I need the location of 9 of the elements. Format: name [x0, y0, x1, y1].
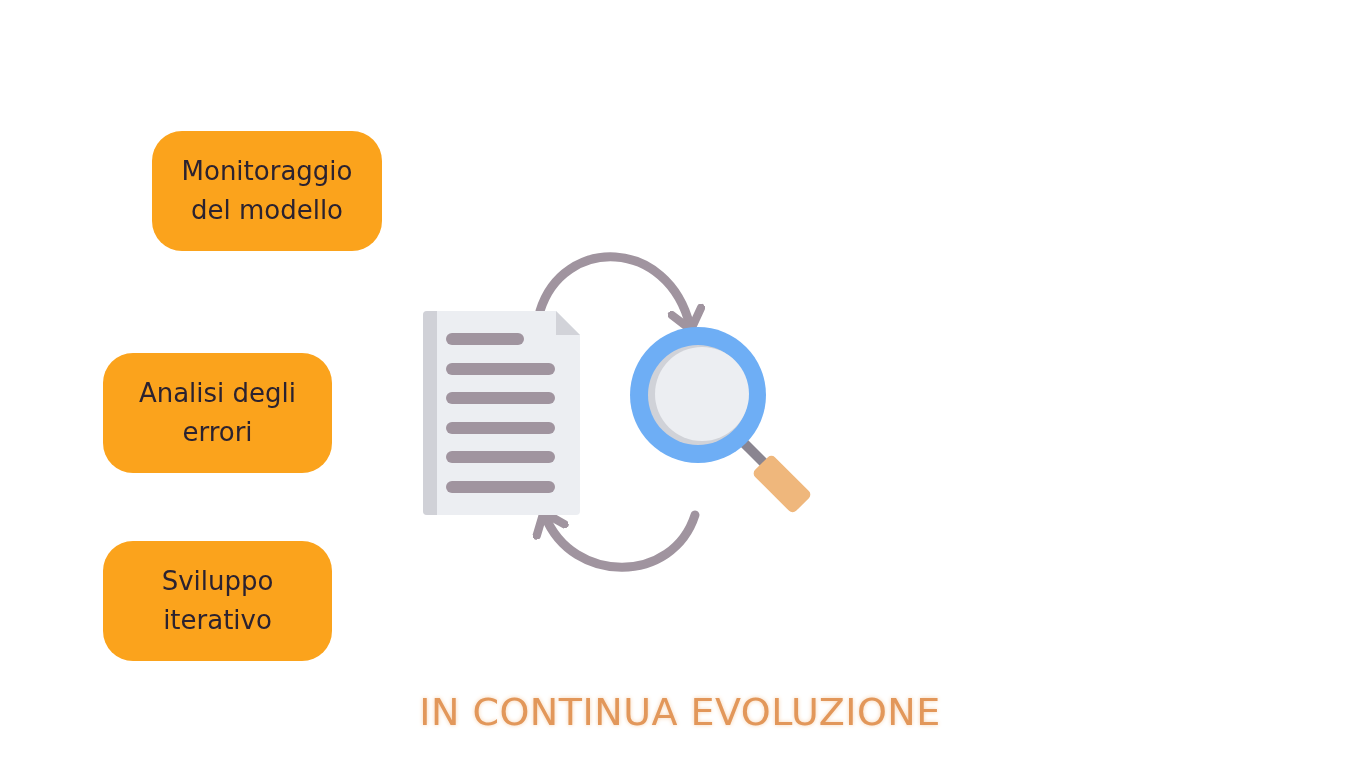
step-label: Sviluppo iterativo — [160, 565, 275, 637]
step-label: Monitoraggio del modello — [180, 155, 354, 227]
document-icon — [423, 311, 580, 515]
step-box — [152, 131, 382, 251]
step-box — [103, 541, 332, 661]
cycle-arrow — [534, 508, 700, 572]
caption: IN CONTINUA EVOLUZIONE — [418, 690, 942, 734]
step-box — [103, 353, 332, 473]
step-label: Analisi degli errori — [137, 377, 298, 449]
